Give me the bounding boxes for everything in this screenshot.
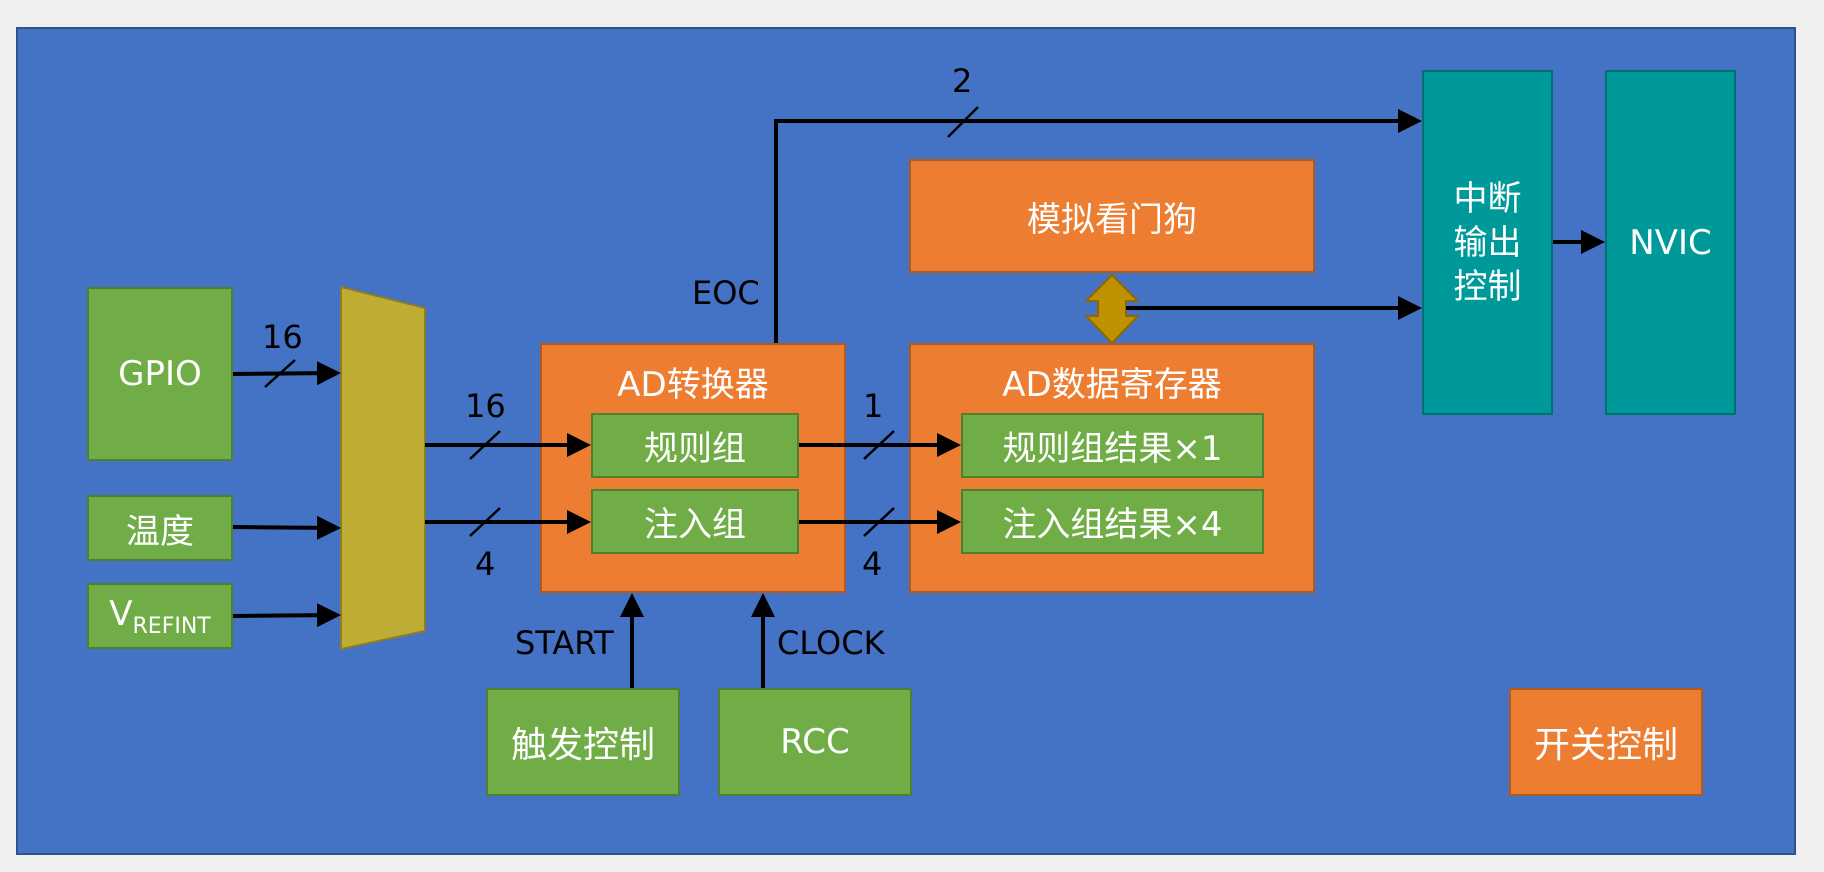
vrefint-box: VREFINT [87, 583, 233, 649]
bus-slash-mux-regular [469, 430, 501, 460]
ad-converter-title: AD转换器 [617, 365, 769, 405]
wire-vrefint-to-mux [232, 603, 341, 628]
analog-watchdog-label: 模拟看门狗 [1027, 199, 1197, 240]
gpio-bus-width-label: 16 [262, 318, 303, 356]
trigger-control-label: 触发控制 [510, 725, 655, 766]
regular-result-label: 规则组结果×1 [1002, 429, 1223, 469]
nvic-label: NVIC [1629, 222, 1712, 263]
interrupt-output-control-box: 中断 输出 控制 [1422, 70, 1553, 415]
regular-group-box: 规则组 [591, 413, 799, 478]
clock-label: CLOCK [777, 624, 885, 662]
rcc-label: RCC [780, 722, 850, 762]
gpio-label: GPIO [118, 354, 202, 394]
regular-result-bus-width-label: 1 [863, 387, 884, 425]
injected-group-label: 注入组 [644, 505, 746, 545]
bus-slash-eoc [947, 106, 979, 138]
injected-group-box: 注入组 [591, 489, 799, 554]
ad-data-register-title: AD数据寄存器 [1002, 365, 1222, 405]
rcc-box: RCC [718, 688, 912, 796]
interrupt-line-2: 输出 [1453, 222, 1522, 263]
watchdog-register-double-arrow [1083, 273, 1141, 345]
vrefint-main-text: V [109, 593, 133, 634]
analog-watchdog-box: 模拟看门狗 [909, 159, 1315, 273]
gpio-box: GPIO [87, 287, 233, 461]
eoc-bus-width-label: 2 [952, 62, 973, 100]
switch-control-label: 开关控制 [1533, 725, 1678, 766]
injected-result-box: 注入组结果×4 [961, 489, 1264, 554]
interrupt-line-3: 控制 [1453, 266, 1522, 307]
bus-slash-regular-result [863, 430, 895, 460]
bus-slash-injected-result [863, 507, 895, 537]
start-label: START [515, 624, 614, 662]
eoc-label: EOC [692, 274, 760, 312]
wire-gpio-to-mux [232, 361, 341, 386]
interrupt-line-1: 中断 [1453, 178, 1522, 219]
injected-result-bus-width-label: 4 [862, 545, 883, 583]
nvic-box: NVIC [1605, 70, 1736, 415]
injected-result-label: 注入组结果×4 [1002, 505, 1223, 545]
bus-slash-gpio [264, 359, 296, 388]
switch-control-box: 开关控制 [1509, 688, 1703, 796]
bus-slash-mux-injected [469, 507, 501, 537]
vrefint-label: VREFINT [109, 594, 211, 639]
wire-temperature-to-mux [232, 515, 341, 540]
temperature-label: 温度 [126, 511, 194, 552]
wire-eoc-to-interrupt [774, 109, 1422, 343]
multiplexer [340, 285, 426, 651]
vrefint-subscript: REFINT [132, 613, 211, 639]
temperature-box: 温度 [87, 495, 233, 561]
regular-result-box: 规则组结果×1 [961, 413, 1264, 478]
mux-injected-bus-width-label: 4 [475, 545, 496, 583]
regular-group-label: 规则组 [644, 429, 746, 469]
mux-regular-bus-width-label: 16 [465, 387, 506, 425]
trigger-control-box: 触发控制 [486, 688, 680, 796]
